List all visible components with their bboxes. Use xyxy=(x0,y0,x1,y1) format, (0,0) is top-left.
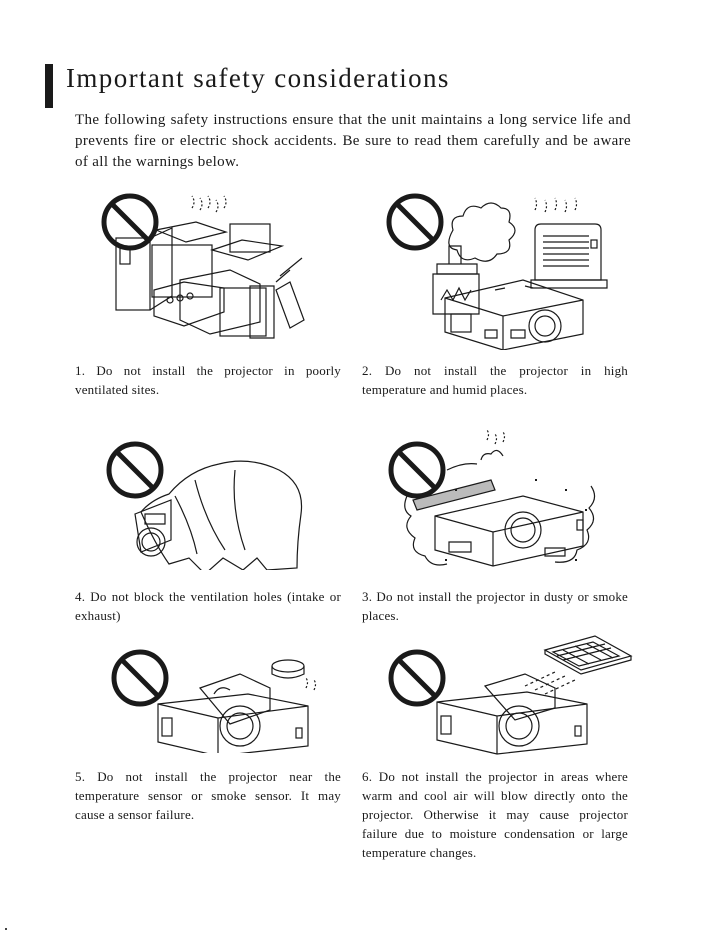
page-title: Important safety considerations xyxy=(66,63,450,93)
high-temperature-humid-icon xyxy=(385,190,615,350)
air-vent-icon xyxy=(385,630,635,755)
caption-2: 2. Do not install the projector in high … xyxy=(362,363,628,397)
dusty-smoke-icon xyxy=(385,430,610,580)
title-accent-bar xyxy=(45,64,53,108)
blocked-vents-icon xyxy=(105,440,325,570)
page-mark xyxy=(5,928,7,930)
intro-paragraph: The following safety instructions ensure… xyxy=(75,112,631,170)
near-sensor-icon xyxy=(110,648,325,753)
poor-ventilation-icon xyxy=(100,190,325,340)
caption-1: 1. Do not install the projector in poorl… xyxy=(75,363,341,397)
caption-5: 5. Do not install the projector near the… xyxy=(75,769,341,822)
caption-6: 6. Do not install the projector in areas… xyxy=(362,769,628,860)
caption-4: 4. Do not block the ventilation holes (i… xyxy=(75,589,341,623)
caption-3: 3. Do not install the projector in dusty… xyxy=(362,589,628,623)
